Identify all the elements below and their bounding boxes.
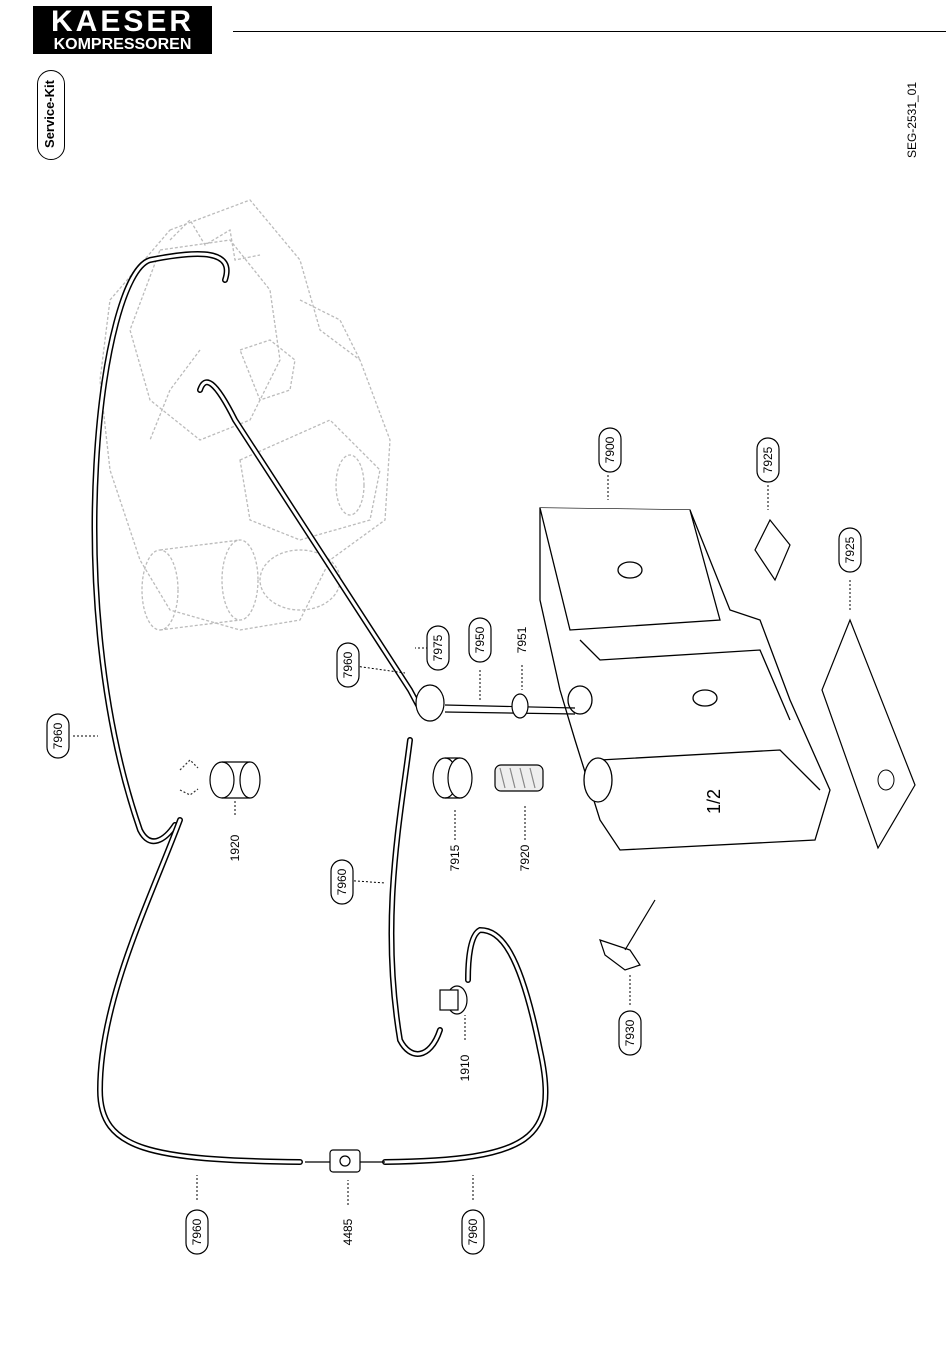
part-number-label: 7951 — [515, 626, 529, 653]
part-callout-7960: 7960 — [186, 1210, 208, 1254]
part-number-label: 1920 — [228, 834, 242, 861]
dipstick-assembly — [416, 685, 575, 721]
part-number-label: 7960 — [466, 1218, 480, 1245]
part-callout-7900: 7900 — [599, 428, 621, 472]
part-callout-1920: 1920 — [228, 834, 242, 861]
filter-cartridge — [180, 760, 260, 798]
part-number-label: 7950 — [473, 626, 487, 653]
cover-plate — [822, 620, 915, 848]
small-plate — [755, 520, 790, 580]
part-callout-7920: 7920 — [518, 844, 532, 871]
part-callout-7950: 7950 — [469, 618, 491, 662]
part-number-label: 7930 — [623, 1019, 637, 1046]
part-callout-4485: 4485 — [341, 1218, 355, 1245]
part-number-label: 7960 — [335, 868, 349, 895]
bracket — [600, 900, 655, 970]
oil-tank: 1/2 — [540, 508, 830, 850]
part-number-label: 7925 — [761, 446, 775, 473]
part-callout-1910: 1910 — [458, 1054, 472, 1081]
inline-valve — [440, 986, 467, 1014]
tank-marking: 1/2 — [704, 789, 724, 814]
part-callout-7915: 7915 — [448, 844, 462, 871]
hoses — [95, 254, 546, 1162]
part-number-label: 7960 — [341, 651, 355, 678]
connector — [305, 1150, 385, 1172]
part-number-label: 4485 — [341, 1218, 355, 1245]
part-number-label: 7900 — [603, 436, 617, 463]
part-callout-7951: 7951 — [515, 626, 529, 653]
part-callout-7975: 7975 — [427, 626, 449, 670]
strainer — [495, 765, 543, 791]
part-number-label: 7915 — [448, 844, 462, 871]
part-number-label: 7960 — [51, 722, 65, 749]
part-number-label: 7920 — [518, 844, 532, 871]
part-number-label: 7925 — [843, 536, 857, 563]
part-number-label: 7975 — [431, 634, 445, 661]
filler-cap — [433, 758, 472, 798]
part-callout-7930: 7930 — [619, 1011, 641, 1055]
part-callout-7960: 7960 — [462, 1210, 484, 1254]
part-callout-7960: 7960 — [337, 643, 359, 687]
part-number-label: 7960 — [190, 1218, 204, 1245]
part-callout-7960: 7960 — [331, 860, 353, 904]
part-callout-7925: 7925 — [839, 528, 861, 572]
part-callout-7960: 7960 — [47, 714, 69, 758]
part-number-label: 1910 — [458, 1054, 472, 1081]
cover-plate-hole — [878, 770, 894, 790]
part-callout-7925: 7925 — [757, 438, 779, 482]
